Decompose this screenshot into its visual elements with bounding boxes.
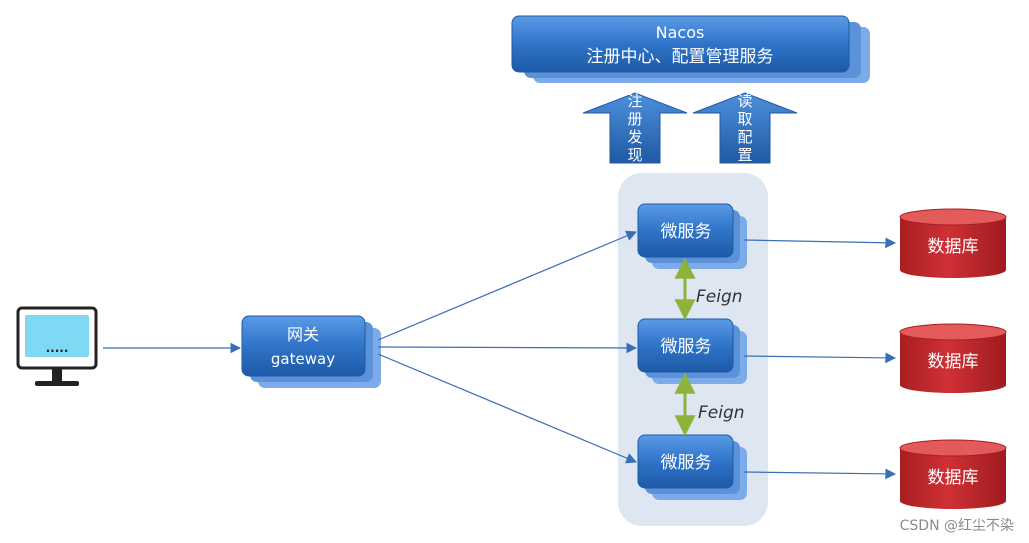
client-computer-icon: ..... (16, 306, 98, 386)
service-1-to-db-arrow (743, 237, 897, 249)
microservice-label: 微服务 (661, 453, 712, 473)
database-label: 数据库 (928, 352, 979, 372)
microservice-box: 微服务 (637, 318, 747, 384)
feign-label: Feign (698, 403, 745, 423)
read-config-arrow: 读 取 配 置 (692, 92, 798, 164)
arrow-label-char: 现 (627, 146, 642, 164)
nacos-title: Nacos (656, 23, 705, 42)
watermark: CSDN @红尘不染 (900, 518, 1014, 534)
database-cylinder: 数据库 (899, 439, 1007, 509)
nacos-subtitle: 注册中心、配置管理服务 (587, 47, 774, 67)
gateway-to-service-2-arrow (377, 342, 638, 354)
service-3-to-db-arrow (743, 468, 897, 480)
service-2-to-db-arrow (743, 352, 897, 364)
microservice-label: 微服务 (661, 337, 712, 357)
database-label: 数据库 (928, 468, 979, 488)
feign-label: Feign (696, 287, 743, 307)
microservice-box: 微服务 (637, 203, 747, 269)
arrow-label-char: 取 (737, 110, 752, 128)
nacos-box: Nacos 注册中心、配置管理服务 (511, 15, 870, 83)
gateway-title: 网关 (287, 325, 319, 344)
monitor-screen (25, 315, 89, 357)
arrow-label-char: 注 (627, 92, 642, 110)
arrow-label-char: 置 (737, 146, 752, 164)
gateway-subtitle: gateway (271, 350, 335, 368)
database-cylinder: 数据库 (899, 323, 1007, 393)
gateway-box: 网关 gateway (241, 315, 381, 388)
arrow-label-char: 读 (737, 92, 752, 110)
microservice-label: 微服务 (661, 222, 712, 242)
register-discovery-arrow: 注 册 发 现 (582, 92, 688, 164)
gateway-to-service-1-arrow (377, 230, 637, 341)
database-label: 数据库 (928, 237, 979, 257)
arrow-label-char: 册 (627, 110, 642, 128)
arrow-label-char: 发 (627, 128, 642, 146)
monitor-screen-text: ..... (46, 341, 69, 355)
gateway-to-service-3-arrow (377, 353, 637, 464)
database-cylinder: 数据库 (899, 208, 1007, 278)
arrow-label-char: 配 (737, 128, 752, 146)
microservice-box: 微服务 (637, 434, 747, 500)
